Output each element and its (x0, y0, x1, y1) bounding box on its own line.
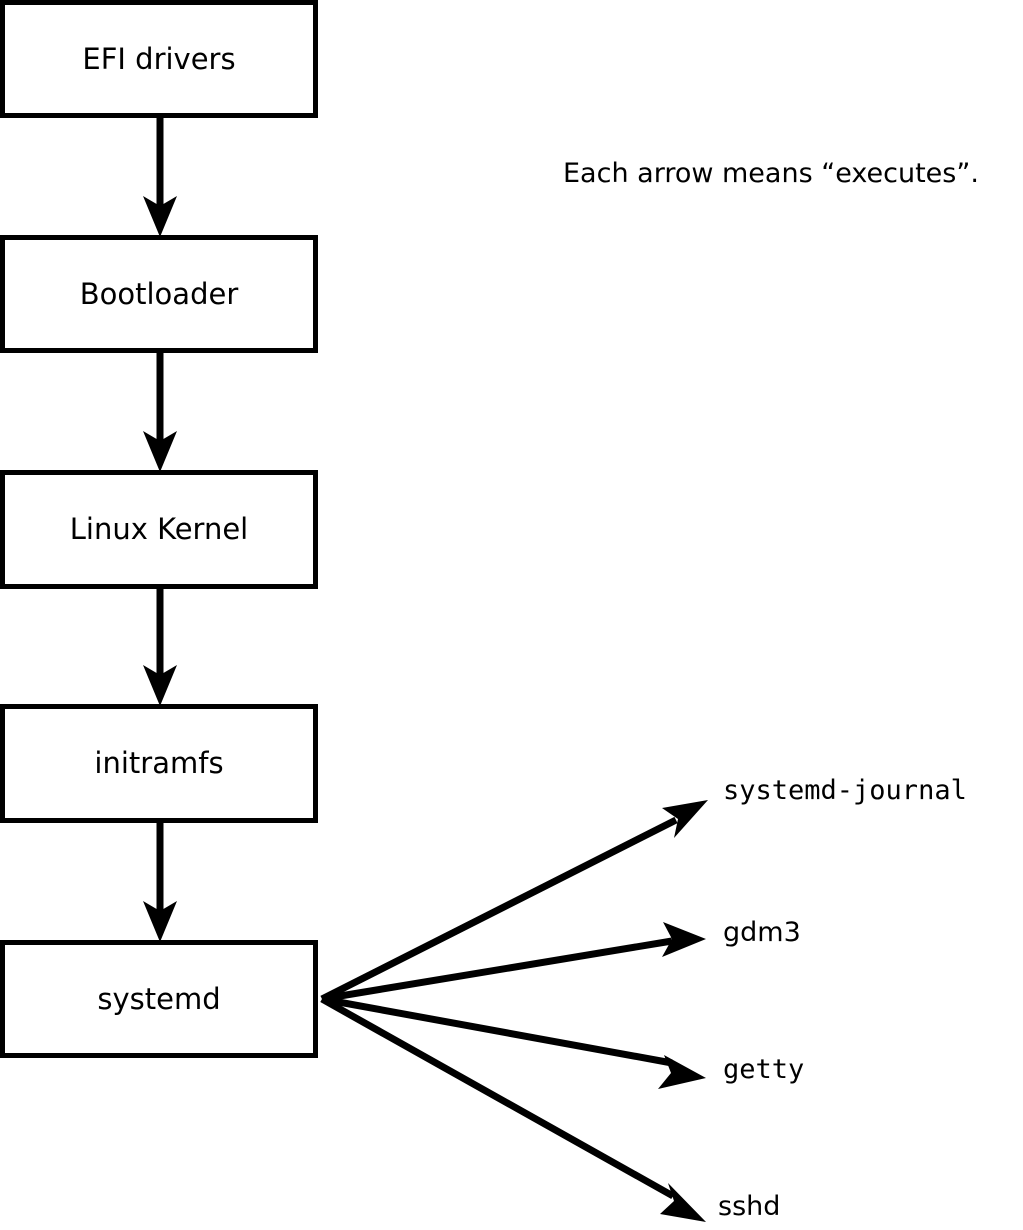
arrow-efi-drivers-to-bootloader (143, 118, 177, 237)
arrow-initramfs-to-systemd (143, 823, 177, 942)
process-box-label: initramfs (94, 746, 224, 780)
arrow-systemd-to-getty (321, 995, 706, 1089)
process-box-label: Linux Kernel (69, 512, 249, 546)
process-box-label: systemd (97, 981, 221, 1016)
process-box-linux-kernel[interactable]: Linux Kernel (0, 470, 318, 589)
process-box-label: Bootloader (79, 276, 239, 311)
arrow-systemd-to-sshd (320, 995, 706, 1222)
process-box-initramfs[interactable]: initramfs (0, 704, 318, 823)
leaf-label-systemd-journal: systemd-journal (723, 775, 967, 806)
arrow-linux-kernel-to-initramfs (143, 589, 177, 706)
process-box-efi-drivers[interactable]: EFI drivers (0, 0, 318, 118)
leaf-label-getty: getty (723, 1054, 805, 1085)
process-box-bootloader[interactable]: Bootloader (0, 235, 318, 353)
legend-caption: Each arrow means “executes”. (563, 158, 979, 189)
process-box-systemd[interactable]: systemd (0, 940, 318, 1058)
arrow-systemd-to-systemd-journal (320, 800, 708, 1003)
arrow-systemd-to-gdm3 (321, 922, 706, 1003)
leaf-label-sshd: sshd (718, 1191, 781, 1222)
leaf-label-gdm3: gdm3 (723, 917, 801, 948)
process-box-label: EFI drivers (82, 41, 236, 76)
arrow-bootloader-to-linux-kernel (143, 353, 177, 472)
